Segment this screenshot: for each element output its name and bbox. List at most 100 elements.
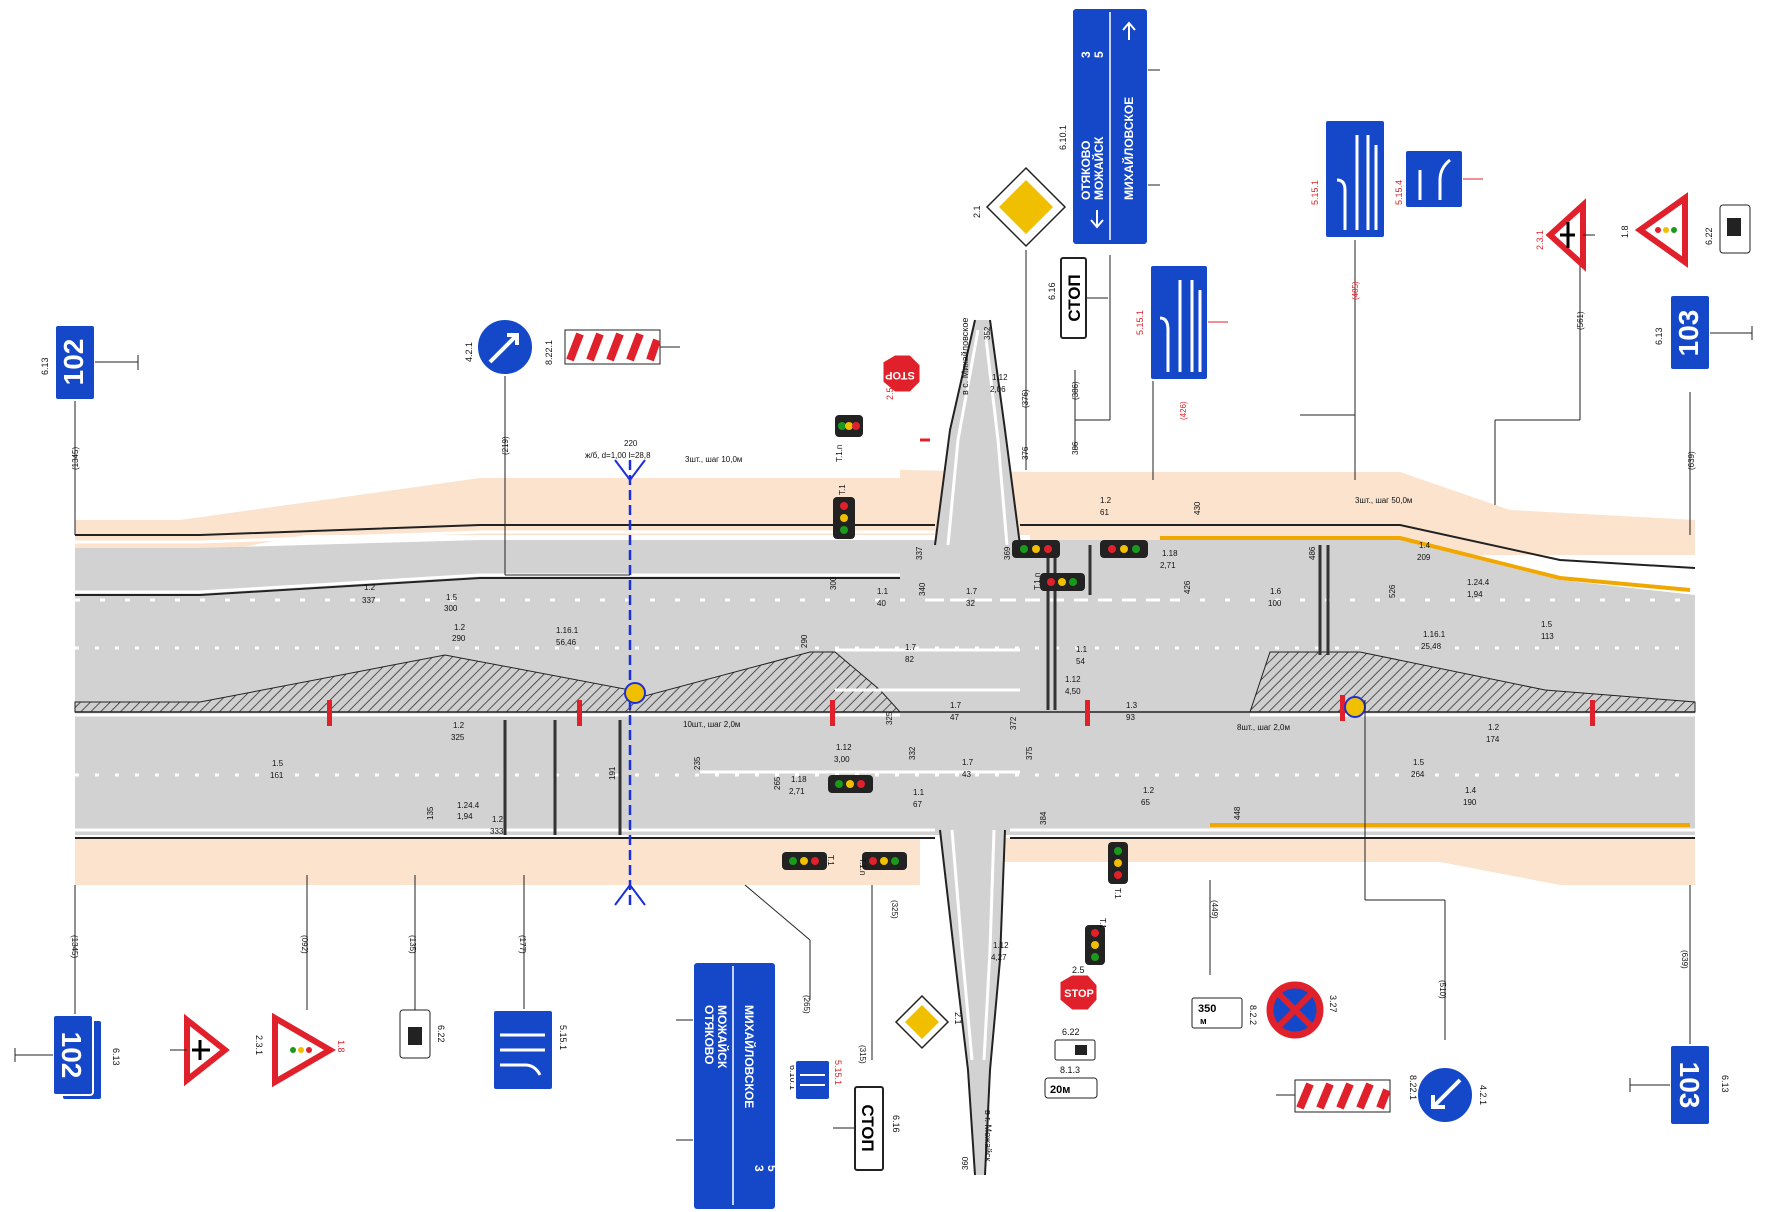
svg-text:3: 3 [752, 1165, 766, 1172]
svg-text:102: 102 [58, 339, 89, 386]
picket-label: 448 [1233, 806, 1242, 820]
svg-text:1.1: 1.1 [913, 788, 925, 797]
svg-text:25,48: 25,48 [1421, 642, 1442, 651]
traffic-light-9: Т.1 [1108, 842, 1128, 899]
svg-text:STOP: STOP [1064, 988, 1094, 1000]
traffic-light-8: Т.1.п [858, 852, 907, 875]
svg-text:(315): (315) [858, 1045, 867, 1064]
studs-right-label: 8шт., шаг 2,0м [1237, 723, 1290, 732]
svg-text:(092): (092) [300, 935, 309, 954]
picket-label: 300 [829, 576, 838, 590]
svg-text:м: м [1200, 1016, 1207, 1026]
svg-text:(639): (639) [1687, 451, 1696, 470]
direction-sign-bottom: МИХАЙЛОВСКОЕ ОТЯКОВО МОЖАЙСК 3 5 6.10.1 … [676, 961, 843, 1211]
svg-text:5.15.4: 5.15.4 [1394, 180, 1404, 205]
svg-text:МОЖАЙСК: МОЖАЙСК [715, 1005, 730, 1069]
svg-text:1.4: 1.4 [1419, 541, 1431, 550]
svg-text:СТОП: СТОП [858, 1104, 877, 1151]
traffic-light-1: Т.1.п [835, 415, 863, 462]
picket-label: 486 [1308, 546, 1317, 560]
svg-text:1.2: 1.2 [454, 623, 466, 632]
svg-text:(265): (265) [802, 995, 811, 1014]
svg-text:МИХАЙЛОВСКОЕ: МИХАЙЛОВСКОЕ [742, 1005, 757, 1108]
svg-text:1.16.1: 1.16.1 [556, 626, 579, 635]
svg-text:(639): (639) [1680, 950, 1689, 969]
svg-text:2,71: 2,71 [789, 787, 805, 796]
svg-text:ОТЯКОВО: ОТЯКОВО [1079, 141, 1093, 201]
picket-label: 372 [1009, 716, 1018, 730]
svg-text:300: 300 [444, 604, 458, 613]
svg-text:103: 103 [1673, 310, 1704, 357]
svg-text:3.27: 3.27 [1328, 995, 1338, 1013]
svg-text:Т.1.п: Т.1.п [835, 445, 844, 462]
svg-text:1.7: 1.7 [950, 701, 962, 710]
svg-text:2,06: 2,06 [990, 385, 1006, 394]
picket-label: 290 [800, 634, 809, 648]
svg-text:5.15.1: 5.15.1 [1135, 310, 1145, 335]
svg-text:(219): (219) [501, 436, 510, 455]
svg-text:1.7: 1.7 [966, 587, 978, 596]
svg-text:1.2: 1.2 [492, 815, 504, 824]
svg-text:(426): (426) [1179, 401, 1188, 420]
marking-labels: 1.2 337 1.5 300 1.2 290 1.16.1 56,46 1.2… [270, 373, 1554, 962]
svg-text:1.16.1: 1.16.1 [1423, 630, 1446, 639]
svg-text:МОЖАЙСК: МОЖАЙСК [1091, 136, 1106, 200]
svg-text:1,94: 1,94 [457, 812, 473, 821]
svg-text:(449): (449) [1210, 900, 1219, 919]
picket-label: 426 [1183, 580, 1192, 594]
lane-sign-5154: 5.15.4 [1394, 149, 1483, 209]
island-lights: 10шт., шаг 2,0м 8шт., шаг 2,0м [624, 682, 1366, 732]
svg-text:209: 209 [1417, 553, 1431, 562]
svg-text:4.2.1: 4.2.1 [1478, 1085, 1488, 1105]
svg-text:1.7: 1.7 [905, 643, 917, 652]
svg-text:40: 40 [877, 599, 886, 608]
traffic-light-2: Т.1 [833, 484, 855, 539]
lane-sign-5151-top: 5.15.1 (426) [1135, 264, 1228, 420]
svg-text:1.2: 1.2 [1100, 496, 1112, 505]
svg-text:6.13: 6.13 [1720, 1075, 1730, 1093]
direction-sign-top: ОТЯКОВО МОЖАЙСК МИХАЙЛОВСКОЕ 3 5 6.10.1 [1058, 7, 1160, 246]
svg-text:(325): (325) [890, 900, 899, 919]
svg-text:СТОП: СТОП [1065, 274, 1084, 321]
svg-text:6.13: 6.13 [111, 1048, 121, 1066]
svg-text:6.10.1: 6.10.1 [1058, 125, 1068, 150]
svg-text:2.5: 2.5 [885, 387, 895, 400]
svg-text:1.3: 1.3 [1126, 701, 1138, 710]
svg-text:1.18: 1.18 [791, 775, 807, 784]
culvert-km: 220 [624, 439, 638, 448]
svg-text:65: 65 [1141, 798, 1150, 807]
svg-text:100: 100 [1268, 599, 1282, 608]
svg-text:1.2: 1.2 [453, 721, 465, 730]
picket-label: 265 [773, 776, 782, 790]
culvert: 220 ж/б, d=1,00 l=28,8 3шт., шаг 10,0м 3… [585, 439, 1412, 906]
svg-text:102: 102 [56, 1032, 87, 1079]
picket-label: 325 [885, 711, 894, 725]
picket-label: 337 [915, 546, 924, 560]
lane-sign-5151-bottom: 5.15.1 (177) [492, 935, 568, 1091]
svg-text:(510): (510) [1438, 980, 1447, 999]
svg-text:54: 54 [1076, 657, 1085, 666]
svg-text:93: 93 [1126, 713, 1135, 722]
leader-lines [74, 240, 1691, 1060]
svg-text:4.2.1: 4.2.1 [464, 342, 474, 362]
road-to-mozhaisk: в г. Можайск [983, 1110, 993, 1162]
svg-text:МИХАЙЛОВСКОЕ: МИХАЙЛОВСКОЕ [1121, 97, 1136, 200]
stop-lines [503, 545, 1330, 835]
svg-text:264: 264 [1411, 770, 1425, 779]
svg-text:1.4: 1.4 [1465, 786, 1477, 795]
svg-text:2.3.1: 2.3.1 [254, 1035, 264, 1055]
svg-text:3,00: 3,00 [834, 755, 850, 764]
svg-text:1.12: 1.12 [1065, 675, 1081, 684]
svg-text:6.22: 6.22 [1062, 1027, 1080, 1037]
svg-text:190: 190 [1463, 798, 1477, 807]
svg-text:(561): (561) [1576, 311, 1585, 330]
svg-text:325: 325 [451, 733, 465, 742]
svg-text:5.15.1: 5.15.1 [833, 1060, 843, 1085]
studs-left-label: 10шт., шаг 2,0м [683, 720, 740, 729]
svg-text:8.22.1: 8.22.1 [1408, 1075, 1418, 1100]
km-marker-102-top: 102 6.13 (1345) [40, 324, 139, 470]
svg-text:6.10.1: 6.10.1 [788, 1065, 798, 1090]
svg-text:2.5: 2.5 [1072, 965, 1085, 975]
warning-signs-bottom: 2.3.1 1.8 (092) 6.22 (135) [170, 935, 446, 1088]
svg-text:61: 61 [1100, 508, 1109, 517]
